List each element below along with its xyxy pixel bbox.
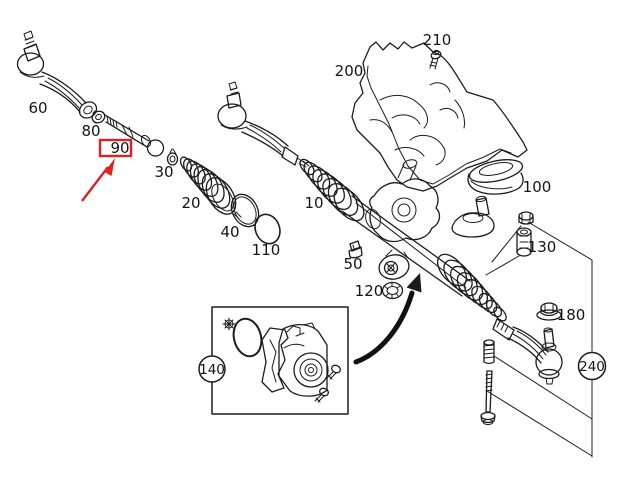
part-labels: 60 80 90 30 20 40 110 10 200 210 100 130… xyxy=(28,31,585,324)
label-o-ring: 110 xyxy=(252,241,281,259)
kit-region-lines xyxy=(486,221,593,458)
tie-rod-kit-label: 240 xyxy=(579,359,605,375)
motor-kit-label: 140 xyxy=(199,362,225,378)
label-shield-bolt: 210 xyxy=(423,31,452,49)
label-bellows-boot: 20 xyxy=(181,194,200,212)
label-lock-nut: 80 xyxy=(81,122,100,140)
clip-drawing xyxy=(348,240,363,259)
clamp-ring-drawing xyxy=(230,193,260,228)
kit-stud-bolt-drawing xyxy=(480,339,496,425)
highlight-box xyxy=(98,138,133,158)
lock-nut-drawing xyxy=(91,110,106,124)
label-clamp-ring: 40 xyxy=(220,223,239,241)
label-steering-gear: 10 xyxy=(304,194,323,212)
rubber-mount-drawing xyxy=(381,281,404,300)
heat-shield-drawing xyxy=(351,41,528,192)
steering-gear-drawing xyxy=(299,158,507,322)
label-boot-clamp: 30 xyxy=(154,163,173,181)
mount-sleeve-drawing xyxy=(485,211,534,276)
sealing-grommet-drawing xyxy=(467,159,524,195)
highlight-arrow-shaft xyxy=(81,166,109,202)
label-heat-shield: 200 xyxy=(335,62,364,80)
highlight-arrow-head xyxy=(104,158,115,176)
tie-rod-kit-badge: 240 xyxy=(577,351,607,381)
pointer-arrow xyxy=(353,273,422,365)
label-tie-rod-nut: 180 xyxy=(557,306,586,324)
highlight-group xyxy=(81,138,133,202)
label-rubber-mount: 120 xyxy=(355,282,384,300)
label-inner-tie-rod: 90 xyxy=(110,139,129,157)
kit-tie-rod-drawing xyxy=(492,302,563,385)
label-mount-sleeve: 130 xyxy=(528,238,557,256)
inner-tie-rod-drawing xyxy=(104,114,165,157)
label-clip: 50 xyxy=(343,255,362,273)
o-ring-drawing xyxy=(254,213,281,245)
motor-kit-box xyxy=(211,306,349,415)
motor-kit-badge: 140 xyxy=(198,355,226,383)
bellows-boot-drawing xyxy=(179,156,237,215)
boot-clamp-drawing xyxy=(166,148,179,166)
attached-tie-rod-drawing xyxy=(217,81,310,168)
label-sealing-grommet: 100 xyxy=(523,178,552,196)
label-outer-tie-rod: 60 xyxy=(28,99,47,117)
shield-bolt-drawing xyxy=(429,49,442,70)
